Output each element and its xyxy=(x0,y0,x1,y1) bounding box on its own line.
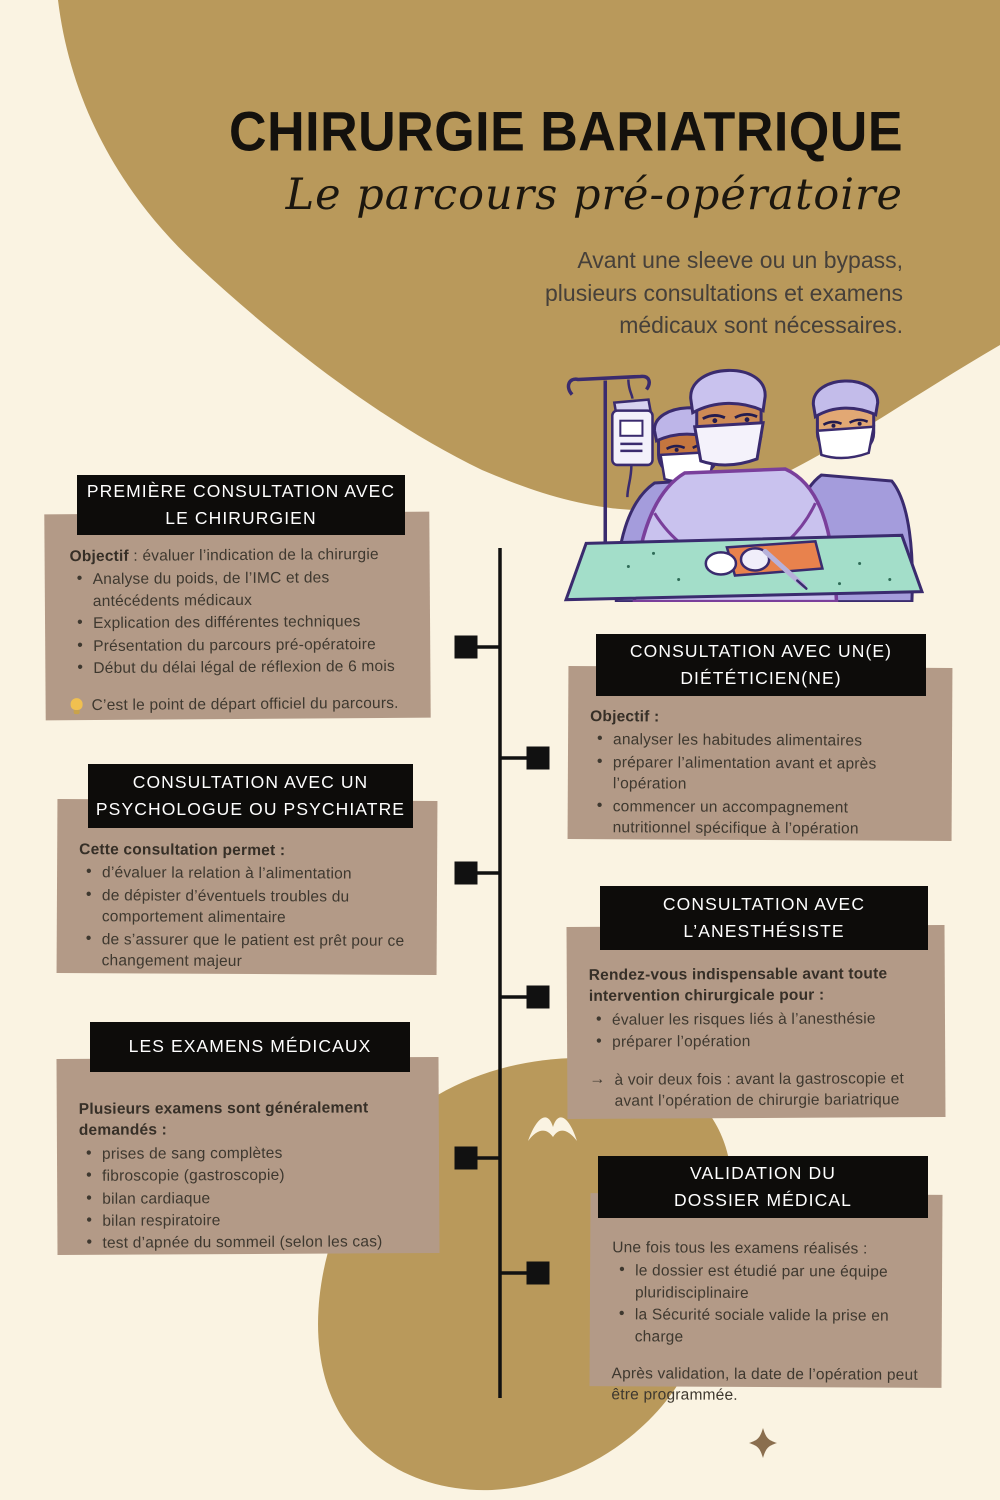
card-first-consultation: Objectif : évaluer l’indication de la ch… xyxy=(44,511,431,721)
bullet-item: bilan cardiaque xyxy=(79,1187,425,1210)
intro-bold: Objectif : xyxy=(590,708,660,726)
card-intro: Objectif : xyxy=(590,706,938,729)
card-intro: Cette consultation permet : xyxy=(79,839,423,862)
top-gold-blob xyxy=(58,0,1000,511)
bullet-item: commencer un accompagnement nutritionnel… xyxy=(590,796,938,841)
hero-header: CHIRURGIE BARIATRIQUE Le parcours pré-op… xyxy=(203,100,903,342)
bullet-item: préparer l’opération xyxy=(589,1030,933,1053)
timeline-marker xyxy=(526,985,550,1009)
bullet-item: de dépister d’éventuels troubles du comp… xyxy=(79,885,423,930)
bullet-item: fibroscopie (gastroscopie) xyxy=(79,1164,425,1187)
intro-regular: Une fois tous les examens réalisés : xyxy=(612,1239,868,1258)
gloved-hands xyxy=(704,547,808,590)
card-anesthetist: Rendez-vous indispensable avant toute in… xyxy=(566,925,946,1119)
timeline-marker xyxy=(454,861,478,885)
timeline-marker xyxy=(454,635,478,659)
note-text: C’est le point de départ officiel du par… xyxy=(91,695,399,715)
bullet-item: la Sécurité sociale valide la prise en c… xyxy=(612,1304,932,1348)
header-label: LES EXAMENS MÉDICAUX xyxy=(128,1036,372,1057)
header-label: CONSULTATION AVEC UN PSYCHOLOGUE OU PSYC… xyxy=(95,771,406,819)
bullet-item: Présentation du parcours pré-opératoire xyxy=(70,633,414,657)
lightbulb-icon xyxy=(70,698,83,711)
bullet-item: d’évaluer la relation à l’alimentation xyxy=(79,862,423,885)
bullet-item: prises de sang complètes xyxy=(79,1142,425,1165)
card-medical-exams: Plusieurs examens sont généralement dema… xyxy=(56,1057,440,1255)
header-first-consultation: PREMIÈRE CONSULTATION AVEC LE CHIRURGIEN xyxy=(77,475,405,535)
bird-swash-ornament xyxy=(528,1117,577,1141)
bullet-item: Analyse du poids, de l’IMC et des antécé… xyxy=(70,567,414,612)
timeline-marker xyxy=(526,1261,550,1285)
intro-bold: Plusieurs examens sont généralement dema… xyxy=(78,1099,369,1140)
bullet-list: le dossier est étudié par une équipe plu… xyxy=(612,1261,932,1349)
bullet-item: Explication des différentes techniques xyxy=(70,611,414,635)
bullet-item: test d’apnée du sommeil (selon les cas) xyxy=(79,1231,425,1254)
bullet-list: prises de sang complètesfibroscopie (gas… xyxy=(79,1142,426,1255)
card-intro: Plusieurs examens sont généralement dema… xyxy=(79,1097,425,1142)
note-text: Après validation, la date de l’opération… xyxy=(611,1365,918,1405)
card-intro: Objectif : évaluer l’indication de la ch… xyxy=(70,544,414,568)
card-intro: Rendez-vous indispensable avant toute in… xyxy=(589,963,933,1008)
iv-stand-icon xyxy=(566,374,654,572)
bullet-item: bilan respiratoire xyxy=(79,1209,425,1232)
intro-bold: Cette consultation permet : xyxy=(79,841,286,860)
timeline xyxy=(454,548,550,1398)
card-intro: Une fois tous les examens réalisés : xyxy=(612,1237,932,1260)
card-note: Après validation, la date de l’opération… xyxy=(611,1363,931,1407)
bullet-list: analyser les habitudes alimentairesprépa… xyxy=(590,729,939,840)
header-label: VALIDATION DU DOSSIER MÉDICAL xyxy=(674,1162,852,1210)
card-note: → à voir deux fois : avant la gastroscop… xyxy=(589,1068,933,1113)
bullet-item: évaluer les risques liés à l’anesthésie xyxy=(589,1008,933,1031)
header-label: PREMIÈRE CONSULTATION AVEC LE CHIRURGIEN xyxy=(86,480,396,528)
header-psychologist: CONSULTATION AVEC UN PSYCHOLOGUE OU PSYC… xyxy=(88,764,413,828)
note-text: à voir deux fois : avant la gastroscopie… xyxy=(614,1069,905,1110)
header-medical-exams: LES EXAMENS MÉDICAUX xyxy=(90,1022,410,1072)
header-label: CONSULTATION AVEC L’ANESTHÉSISTE xyxy=(662,893,866,941)
sparkle-icon xyxy=(749,1428,777,1458)
bullet-item: de s’assurer que le patient est prêt pou… xyxy=(79,929,423,974)
page-subtitle-script: Le parcours pré-opératoire xyxy=(285,170,903,220)
card-validation: Une fois tous les examens réalisés : le … xyxy=(589,1193,943,1404)
bullet-item: le dossier est étudié par une équipe plu… xyxy=(612,1261,932,1305)
intro-rest: : évaluer l’indication de la chirurgie xyxy=(128,546,379,565)
page-lead-text: Avant une sleeve ou un bypass, plusieurs… xyxy=(545,247,903,339)
arrow-right-icon: → xyxy=(589,1070,606,1088)
header-validation: VALIDATION DU DOSSIER MÉDICAL xyxy=(598,1156,928,1218)
intro-bold: Objectif xyxy=(69,547,129,566)
timeline-marker xyxy=(526,746,550,770)
bullet-item: préparer l’alimentation avant et après l… xyxy=(590,752,938,797)
intro-bold: Rendez-vous indispensable avant toute in… xyxy=(588,965,888,1006)
bullet-list: d’évaluer la relation à l’alimentationde… xyxy=(79,862,424,973)
bullet-list: évaluer les risques liés à l’anesthésiep… xyxy=(589,1008,933,1054)
surgeons-illustration xyxy=(563,368,925,602)
page-title: CHIRURGIE BARIATRIQUE xyxy=(229,101,903,164)
header-dietitian: CONSULTATION AVEC UN(E) DIÉTÉTICIEN(NE) xyxy=(596,634,926,696)
timeline-marker xyxy=(454,1146,478,1170)
bullet-item: analyser les habitudes alimentaires xyxy=(590,729,938,752)
bullet-list: Analyse du poids, de l’IMC et des antécé… xyxy=(70,567,415,679)
header-anesthetist: CONSULTATION AVEC L’ANESTHÉSISTE xyxy=(600,886,928,950)
card-note: C’est le point de départ officiel du par… xyxy=(70,693,415,717)
bullet-item: Début du délai légal de réflexion de 6 m… xyxy=(70,656,414,680)
header-label: CONSULTATION AVEC UN(E) DIÉTÉTICIEN(NE) xyxy=(629,640,893,688)
